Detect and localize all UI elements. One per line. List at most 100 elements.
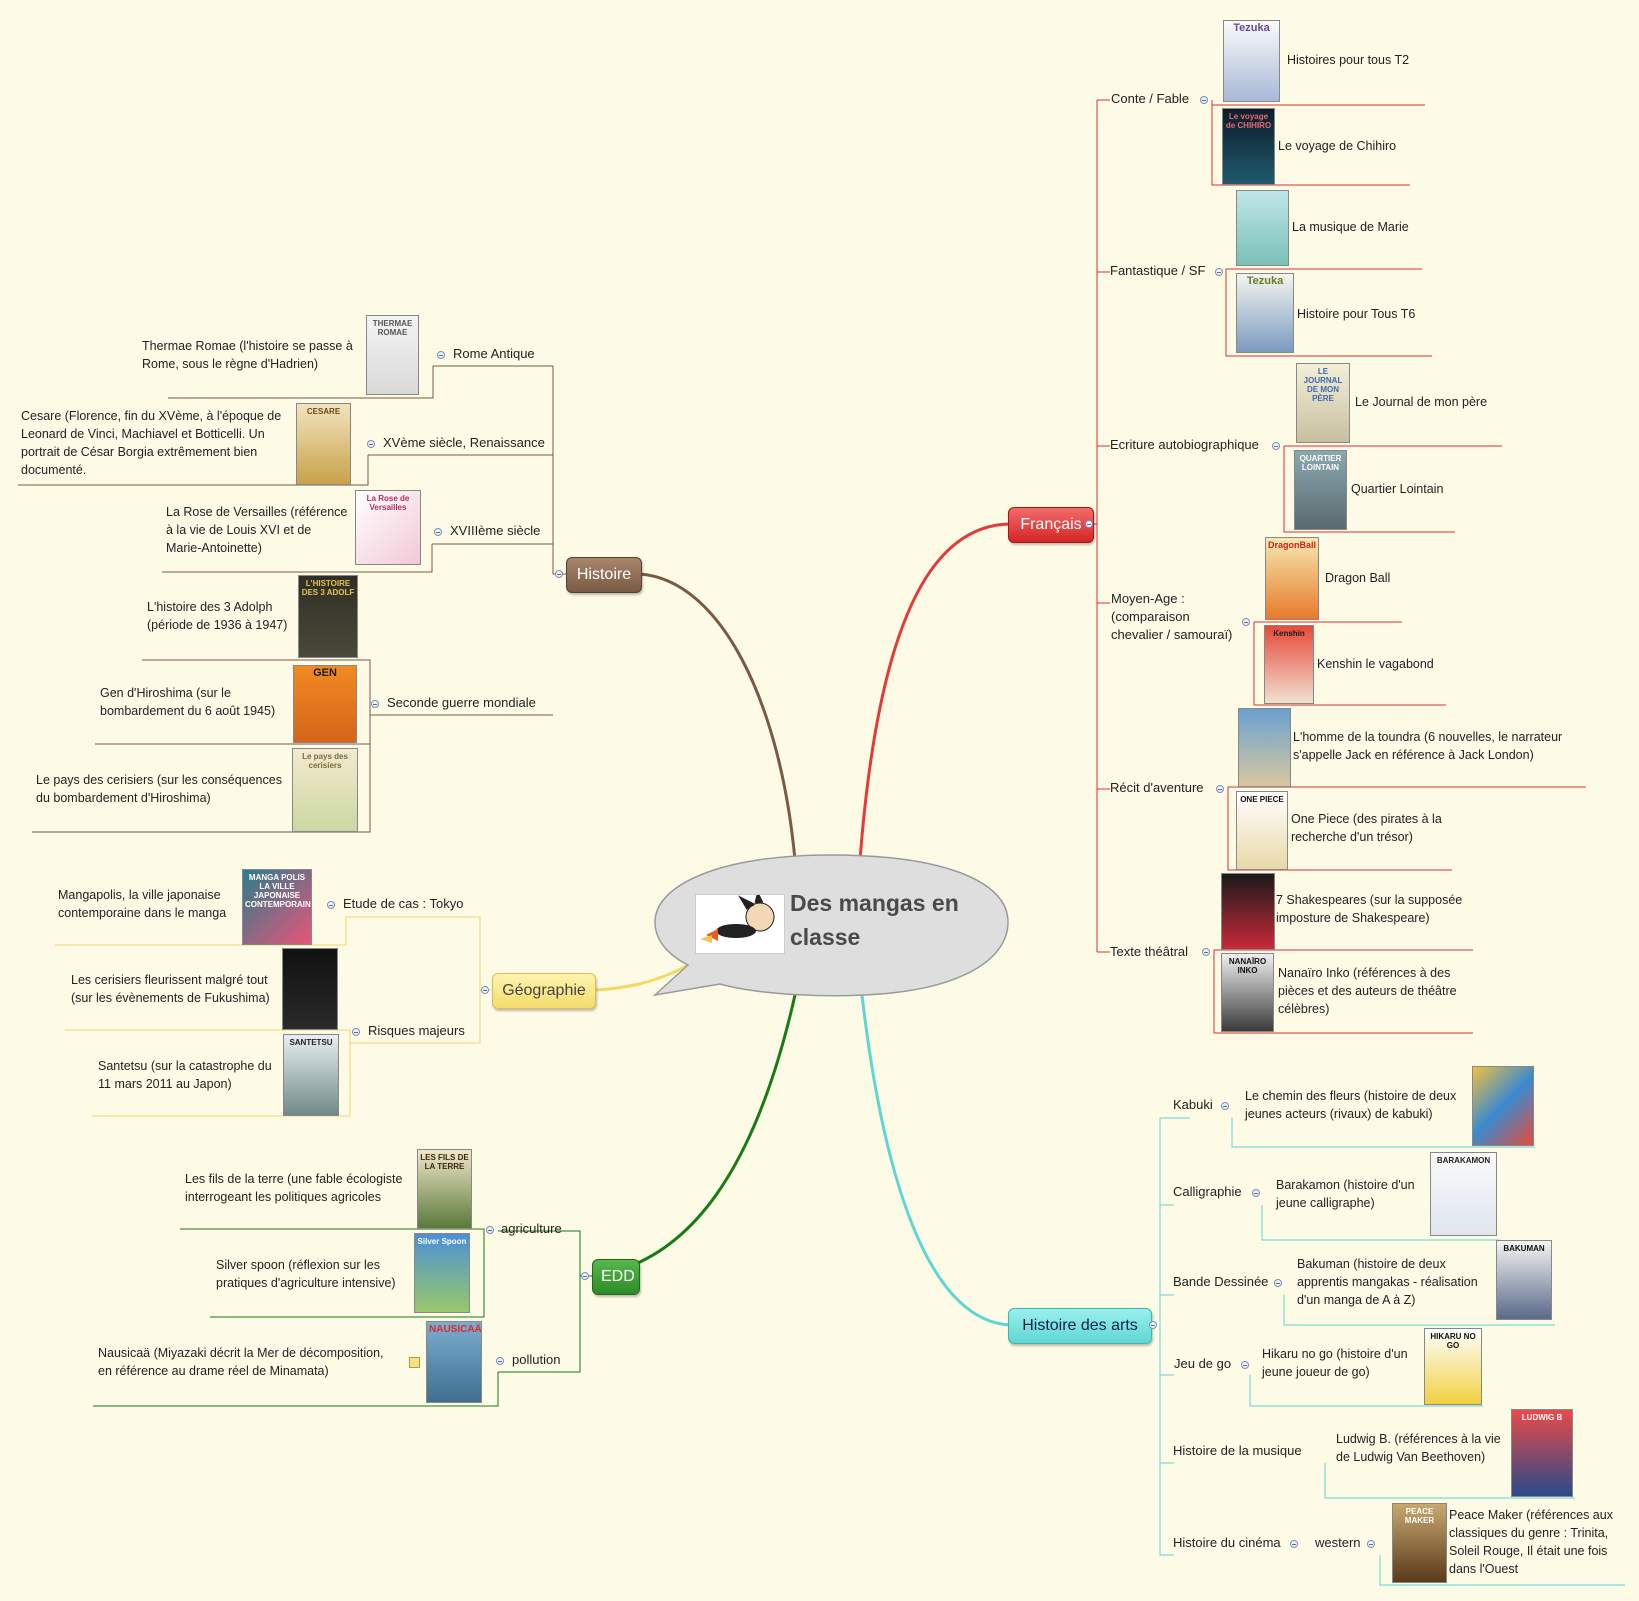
cover-nausicaa: NAUSICAÄ [426, 1321, 482, 1403]
topic-western[interactable]: western [1315, 1535, 1361, 1550]
work-hikaru-no-go[interactable]: Hikaru no go (histoire d'un jeune joueur… [1262, 1347, 1408, 1379]
cover-kenshin: Kenshin [1264, 625, 1314, 704]
cover-quartier-lointain: QUARTIER LOINTAIN [1294, 450, 1347, 530]
work-mangapolis[interactable]: Mangapolis, la ville japonaise contempor… [58, 888, 227, 920]
topic-tokyo[interactable]: Etude de cas : Tokyo [343, 896, 464, 911]
collapse-icon[interactable] [327, 901, 335, 909]
collapse-icon[interactable] [481, 986, 489, 994]
work-cesare[interactable]: Cesare (Florence, fin du XVème, à l'époq… [21, 409, 282, 477]
work-thermae-romae[interactable]: Thermae Romae (l'histoire se passe à Rom… [142, 339, 353, 371]
cover-musique-de-marie [1236, 190, 1289, 266]
collapse-icon[interactable] [1242, 618, 1250, 626]
collapse-icon[interactable] [1241, 1361, 1249, 1369]
cover-mangapolis: MANGA POLIS LA VILLE JAPONAISE CONTEMPOR… [242, 869, 312, 945]
topic-jeu-de-go[interactable]: Jeu de go [1174, 1356, 1232, 1371]
topic-agriculture[interactable]: agriculture [501, 1221, 562, 1236]
work-journal-de-mon-pere[interactable]: Le Journal de mon père [1355, 395, 1488, 409]
collapse-icon[interactable] [555, 570, 563, 578]
work-ludwig-b[interactable]: Ludwig B. (références à la vie de Ludwig… [1336, 1432, 1501, 1464]
cover-histoire-pour-tous-t6: Tezuka [1236, 273, 1294, 353]
work-quartier-lointain[interactable]: Quartier Lointain [1351, 482, 1444, 496]
collapse-icon[interactable] [434, 528, 442, 536]
work-fils-de-la-terre[interactable]: Les fils de la terre (une fable écologis… [185, 1172, 403, 1204]
topic-calligraphie[interactable]: Calligraphie [1173, 1184, 1242, 1199]
work-voyage-de-chihiro[interactable]: Le voyage de Chihiro [1278, 139, 1397, 153]
work-kenshin[interactable]: Kenshin le vagabond [1317, 657, 1434, 671]
work-3-adolph[interactable]: L'histoire des 3 Adolph (période de 1936… [147, 600, 288, 632]
cover-3-adolph: L'HISTOIRE DES 3 ADOLF [298, 575, 358, 658]
note-icon[interactable] [409, 1357, 420, 1368]
topic-rome-antique[interactable]: Rome Antique [453, 346, 535, 361]
work-santetsu[interactable]: Santetsu (sur la catastrophe du 11 mars … [98, 1059, 272, 1091]
collapse-icon[interactable] [1085, 520, 1093, 528]
topic-moyen-age[interactable]: Moyen-Age : (comparaison chevalier / sam… [1111, 591, 1233, 642]
topic-texte-theatral[interactable]: Texte théâtral [1110, 944, 1189, 959]
collapse-icon[interactable] [1202, 948, 1210, 956]
topic-xviii-siecle[interactable]: XVIIIème siècle [450, 523, 541, 538]
topic-seconde-guerre[interactable]: Seconde guerre mondiale [387, 695, 536, 710]
branch-node-edd[interactable]: EDD [592, 1259, 640, 1295]
topic-histoire-cinema[interactable]: Histoire du cinéma [1173, 1535, 1281, 1550]
cover-nanairo-inko: NANAÏRO INKO [1221, 953, 1274, 1032]
collapse-icon[interactable] [1367, 1540, 1375, 1548]
work-peace-maker[interactable]: Peace Maker (références aux classiques d… [1449, 1508, 1613, 1576]
collapse-icon[interactable] [1215, 268, 1223, 276]
collapse-icon[interactable] [1272, 442, 1280, 450]
topic-histoire-musique[interactable]: Histoire de la musique [1173, 1443, 1302, 1458]
cover-ludwig-b: LUDWIG B [1511, 1409, 1573, 1497]
collapse-icon[interactable] [581, 1272, 589, 1280]
work-pays-des-cerisiers[interactable]: Le pays des cerisiers (sur les conséquen… [36, 773, 282, 805]
branch-line-arts [860, 994, 1011, 1327]
cover-thermae-romae: THERMAE ROMAE [366, 315, 419, 395]
work-nausicaa[interactable]: Nausicaä (Miyazaki décrit la Mer de déco… [98, 1346, 384, 1378]
topic-kabuki[interactable]: Kabuki [1173, 1097, 1213, 1112]
work-histoires-pour-tous-t2[interactable]: Histoires pour tous T2 [1287, 53, 1410, 67]
collapse-icon[interactable] [1290, 1540, 1298, 1548]
cover-cerisiers-fukushima [282, 948, 338, 1030]
work-silver-spoon[interactable]: Silver spoon (réflexion sur les pratique… [216, 1258, 396, 1290]
work-gen-hiroshima[interactable]: Gen d'Hiroshima (sur le bombardement du … [100, 686, 276, 718]
collapse-icon[interactable] [1216, 785, 1224, 793]
topic-ecriture-autobiographique[interactable]: Ecriture autobiographique [1110, 437, 1259, 452]
work-cerisiers-fukushima[interactable]: Les cerisiers fleurissent malgré tout (s… [71, 973, 270, 1005]
work-7-shakespeares[interactable]: 7 Shakespeares (sur la supposée impostur… [1276, 893, 1463, 925]
topic-bande-dessinee[interactable]: Bande Dessinée [1173, 1274, 1269, 1289]
branch-node-francais[interactable]: Français [1008, 507, 1094, 543]
topic-conte-fable[interactable]: Conte / Fable [1111, 91, 1190, 106]
central-node-title[interactable]: Des mangas en classe [790, 890, 959, 950]
cover-barakamon: BARAKAMON [1430, 1152, 1497, 1236]
branch-node-histoire-des-arts[interactable]: Histoire des arts [1008, 1308, 1152, 1344]
collapse-icon[interactable] [1274, 1279, 1282, 1287]
cover-fils-de-la-terre: LES FILS DE LA TERRE [417, 1149, 472, 1229]
collapse-icon[interactable] [437, 351, 445, 359]
cover-cesare: CESARE [296, 403, 351, 485]
cover-journal-de-mon-pere: LE JOURNAL DE MON PÈRE [1296, 363, 1350, 443]
topic-recit-aventure[interactable]: Récit d'aventure [1110, 780, 1204, 795]
topic-fantastique-sf[interactable]: Fantastique / SF [1110, 263, 1206, 278]
collapse-icon[interactable] [486, 1226, 494, 1234]
work-bakuman[interactable]: Bakuman (histoire de deux apprentis mang… [1297, 1257, 1478, 1307]
collapse-icon[interactable] [1200, 96, 1208, 104]
collapse-icon[interactable] [352, 1028, 360, 1036]
work-rose-de-versailles[interactable]: La Rose de Versailles (référence à la vi… [166, 505, 348, 555]
topic-pollution[interactable]: pollution [512, 1352, 561, 1367]
work-nanairo-inko[interactable]: Nanaïro Inko (références à des pièces et… [1278, 966, 1457, 1016]
work-barakamon[interactable]: Barakamon (histoire d'un jeune calligrap… [1276, 1178, 1415, 1210]
topic-risques-majeurs[interactable]: Risques majeurs [368, 1023, 465, 1038]
work-histoire-pour-tous-t6[interactable]: Histoire pour Tous T6 [1297, 307, 1416, 321]
work-chemin-des-fleurs[interactable]: Le chemin des fleurs (histoire de deux j… [1245, 1089, 1457, 1121]
branch-node-geographie[interactable]: Géographie [492, 973, 596, 1009]
work-homme-de-la-toundra[interactable]: L'homme de la toundra (6 nouvelles, le n… [1293, 730, 1563, 762]
collapse-icon[interactable] [1221, 1102, 1229, 1110]
work-dragon-ball[interactable]: Dragon Ball [1325, 571, 1391, 585]
work-one-piece[interactable]: One Piece (des pirates à la recherche d'… [1291, 812, 1442, 844]
branch-node-histoire[interactable]: Histoire [566, 557, 642, 593]
topic-renaissance[interactable]: XVème siècle, Renaissance [383, 435, 545, 450]
collapse-icon[interactable] [371, 700, 379, 708]
collapse-icon[interactable] [1252, 1189, 1260, 1197]
collapse-icon[interactable] [367, 440, 375, 448]
cover-pays-des-cerisiers: Le pays des cerisiers [292, 748, 358, 832]
work-musique-de-marie[interactable]: La musique de Marie [1292, 220, 1409, 234]
collapse-icon[interactable] [496, 1357, 504, 1365]
collapse-icon[interactable] [1149, 1321, 1157, 1329]
